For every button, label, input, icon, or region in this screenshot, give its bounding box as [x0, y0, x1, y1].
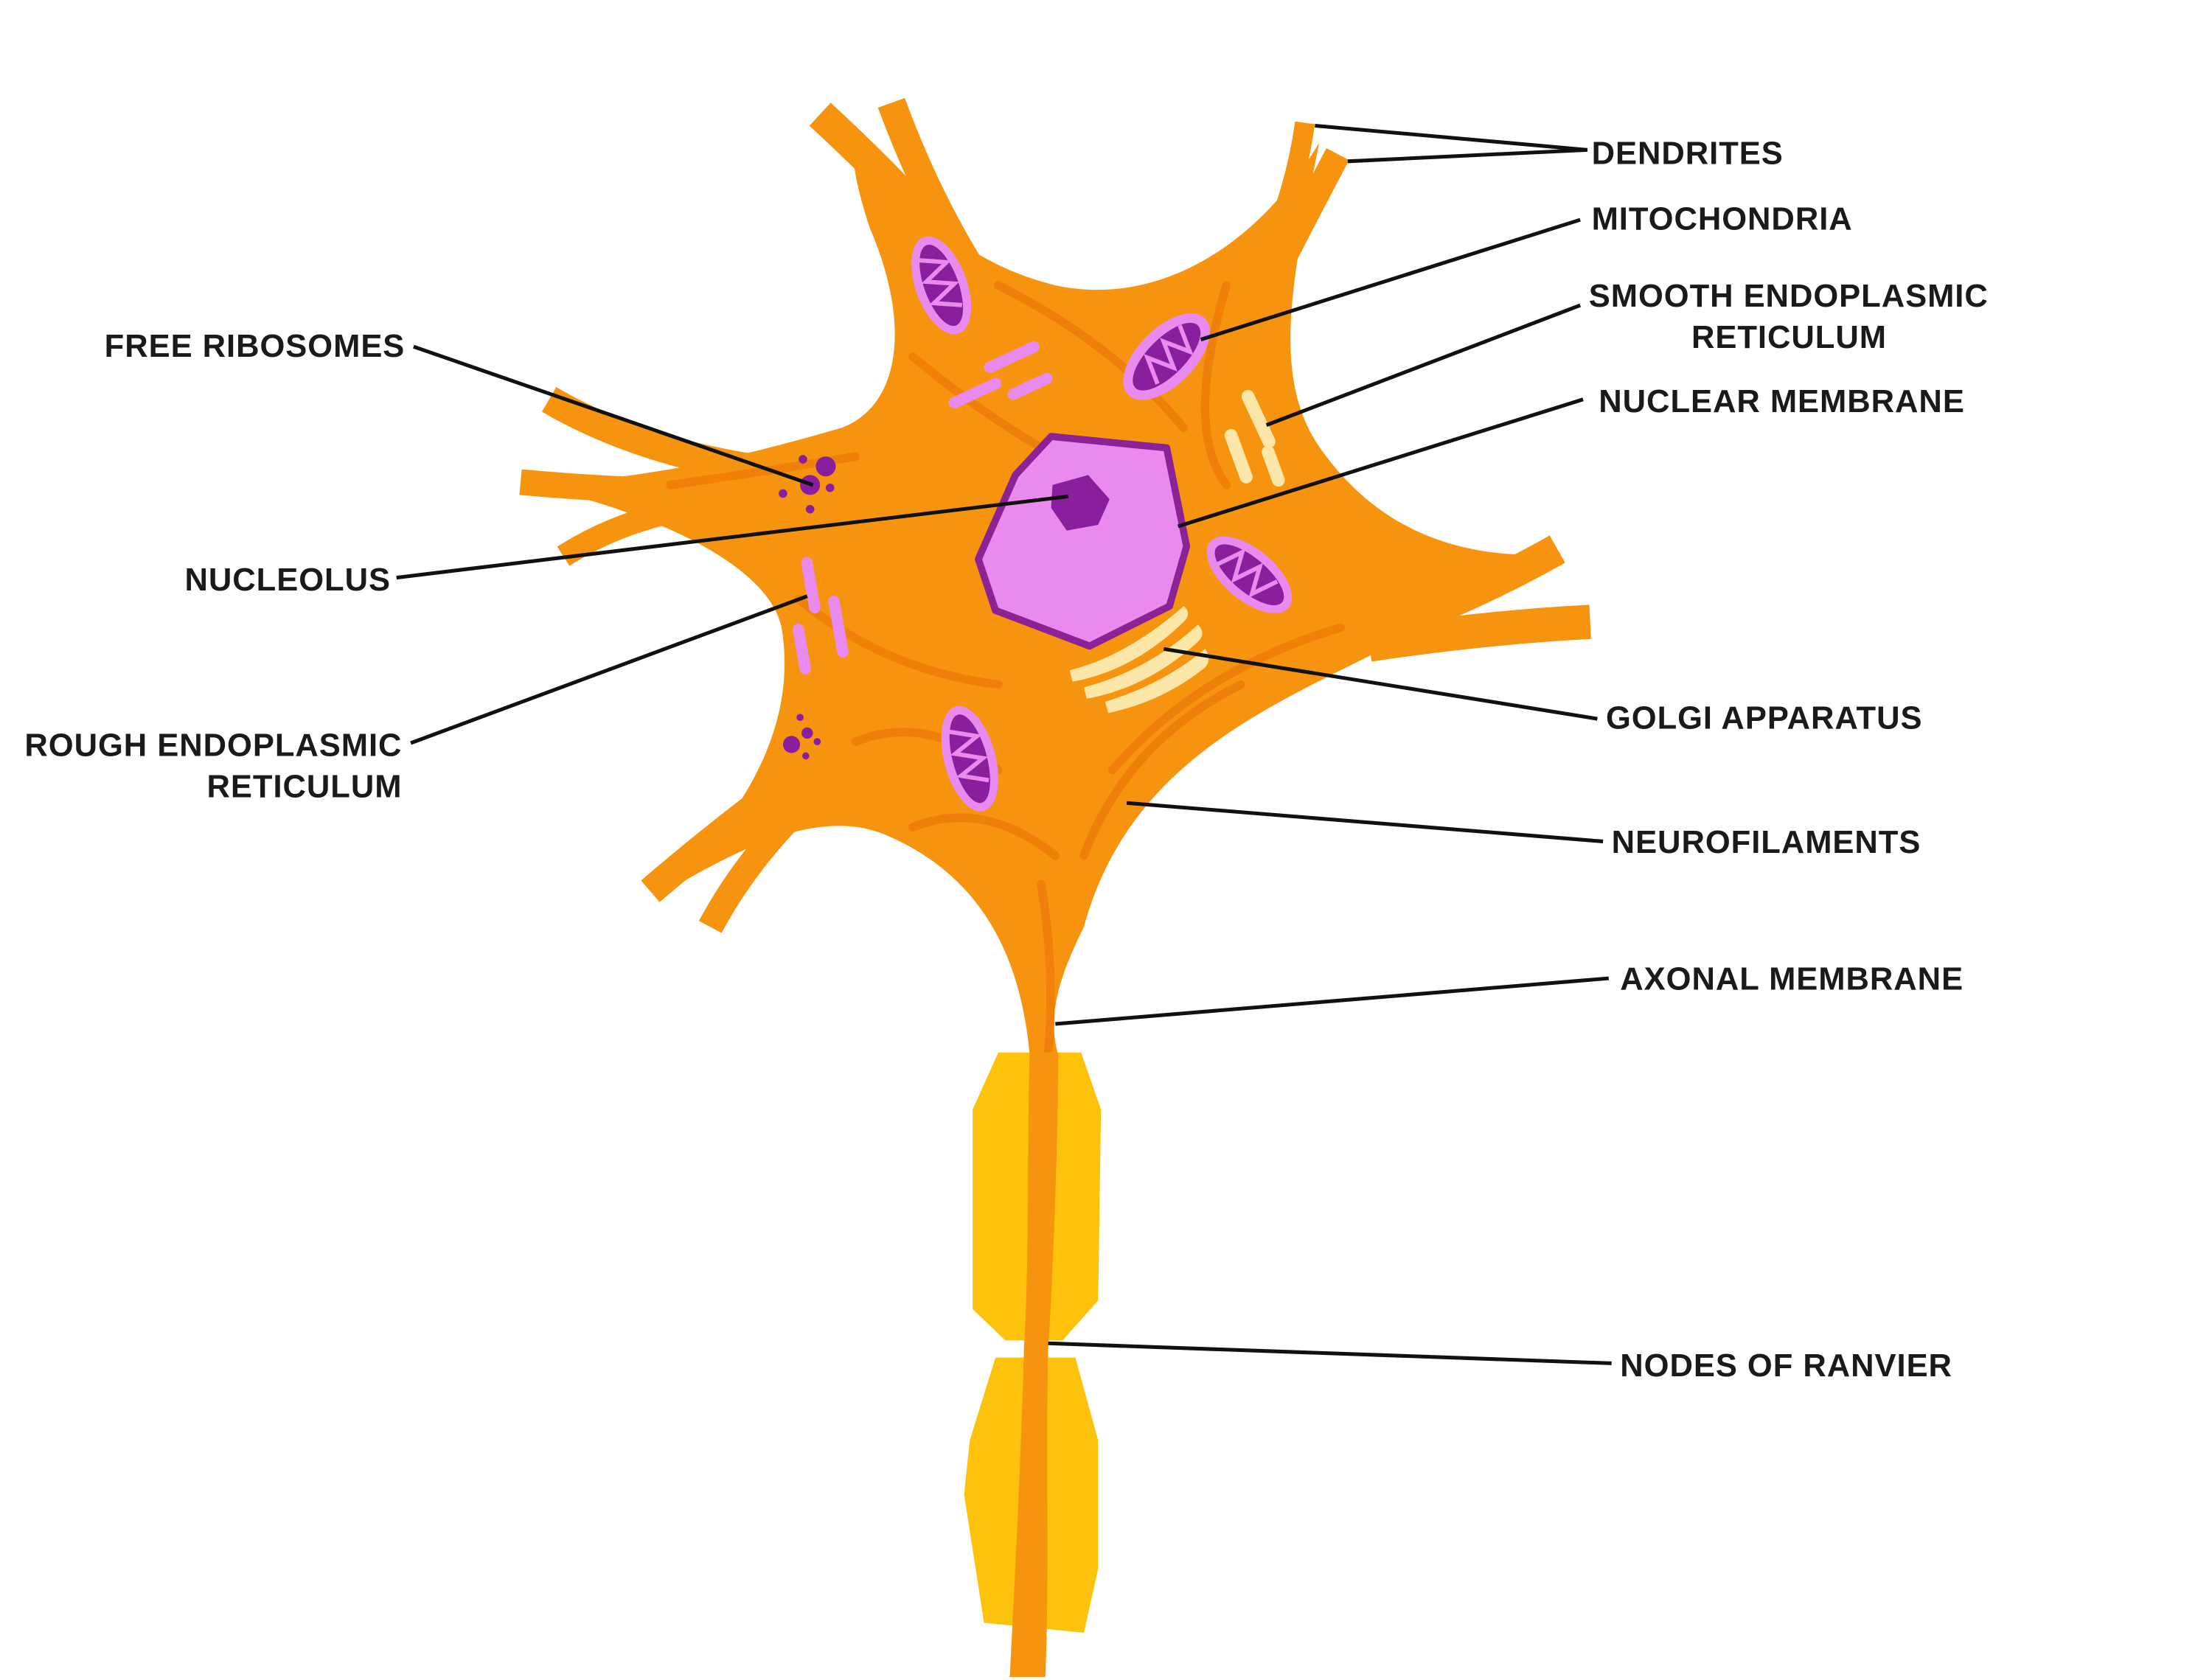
rough-er: [948, 341, 1053, 409]
ribosome-cluster-lower: [782, 714, 821, 760]
ribosome: [779, 489, 787, 498]
ribosome: [813, 738, 821, 745]
golgi-cistern: [1069, 606, 1189, 682]
mitochondria-group: [911, 236, 1293, 812]
leader-axonal-membrane: [1055, 976, 1610, 1026]
leader-nucleolus: [396, 494, 1069, 580]
smooth-er-tubule: [1262, 445, 1285, 487]
leader-nodes-of-ranvier: [1048, 1341, 1612, 1365]
mitochondrion: [1206, 536, 1293, 613]
filament-streak: [1079, 680, 1245, 860]
filament-streak: [994, 281, 1189, 433]
neurofilament-streaks: [666, 281, 1345, 1060]
rough-er-cistern: [948, 377, 1002, 409]
leader-free-ribosomes: [413, 344, 814, 487]
ribosome: [799, 455, 807, 464]
mitochondrion: [1123, 313, 1210, 400]
ribosome: [802, 752, 810, 760]
leader-neurofilaments: [1126, 801, 1604, 843]
ribosome: [801, 727, 813, 739]
label-free-ribosomes: FREE RIBOSOMES: [105, 329, 406, 364]
leader-lines: [396, 123, 1612, 1365]
label-smooth-er-line2: RETICULUM: [1691, 320, 1887, 355]
filament-streak: [794, 594, 1003, 689]
smooth-er-tubule: [1224, 428, 1253, 484]
mitochondrion-cristae: [1216, 548, 1279, 598]
filament-streak: [1200, 281, 1231, 489]
rough-er-cistern: [984, 341, 1040, 374]
labels-left: FREE RIBOSOMES NUCLEOLUS ROUGH ENDOPLASM…: [24, 329, 406, 805]
leader-rough-er: [410, 594, 808, 745]
leader-mitochondria: [1200, 217, 1581, 341]
golgi-apparatus-shape: [1069, 606, 1209, 714]
ribosome: [782, 736, 801, 753]
mitochondrion: [911, 236, 972, 335]
mitochondrion-cristae: [1144, 324, 1194, 385]
ribosome: [815, 456, 836, 477]
golgi-cistern: [1084, 624, 1203, 700]
label-nucleolus: NUCLEOLUS: [185, 562, 391, 598]
label-smooth-er-line1: SMOOTH ENDOPLASMIC: [1589, 279, 1989, 314]
mitochondrion-inner: [1214, 544, 1284, 606]
label-neurofilaments: NEUROFILAMENTS: [1612, 825, 1921, 860]
axon: [964, 1052, 1102, 1677]
mitochondrion-cristae: [948, 729, 990, 783]
dendrite-branch: [1366, 604, 1591, 662]
rough-er-group: [793, 341, 1053, 675]
label-rough-er-line1: ROUGH ENDOPLASMIC: [24, 728, 402, 763]
rough-er-cistern: [793, 624, 811, 675]
ribosome: [805, 504, 815, 514]
label-rough-er-line2: RETICULUM: [207, 769, 403, 804]
labels-right: DENDRITES MITOCHONDRIA SMOOTH ENDOPLASMI…: [1589, 136, 1989, 1384]
leader-smooth-er: [1265, 303, 1582, 427]
leader-dendrites-upper: [1315, 123, 1588, 152]
label-axonal-membrane: AXONAL MEMBRANE: [1620, 962, 1964, 997]
axon-core: [1009, 1052, 1059, 1677]
ribosome: [825, 483, 835, 492]
label-dendrites: DENDRITES: [1592, 136, 1784, 172]
label-nodes-of-ranvier: NODES OF RANVIER: [1620, 1348, 1952, 1384]
rough-er-cistern: [801, 557, 821, 614]
label-mitochondria: MITOCHONDRIA: [1592, 202, 1853, 237]
smooth-er-group: [1224, 390, 1285, 487]
rough-er: [793, 557, 849, 675]
label-nuclear-membrane: NUCLEAR MEMBRANE: [1599, 384, 1965, 419]
golgi-cistern: [1105, 649, 1209, 714]
ribosome: [796, 714, 804, 721]
rough-er-cistern: [1007, 372, 1053, 400]
smooth-er-tubule: [1241, 390, 1276, 448]
leader-nuclear-membrane: [1177, 397, 1584, 529]
rough-er-cistern: [828, 596, 849, 658]
nucleolus-shape: [1051, 475, 1110, 531]
nucleus: [975, 433, 1191, 650]
leader-dendrites-lower: [1347, 147, 1587, 164]
filament-streak: [1037, 879, 1055, 1060]
filament-streak: [1107, 623, 1345, 775]
leader-golgi: [1163, 646, 1598, 721]
mitochondrion: [941, 705, 998, 812]
filament-streak: [908, 813, 1060, 860]
label-golgi-apparatus: GOLGI APPARATUS: [1606, 701, 1923, 736]
mitochondrion-cristae: [918, 258, 963, 307]
